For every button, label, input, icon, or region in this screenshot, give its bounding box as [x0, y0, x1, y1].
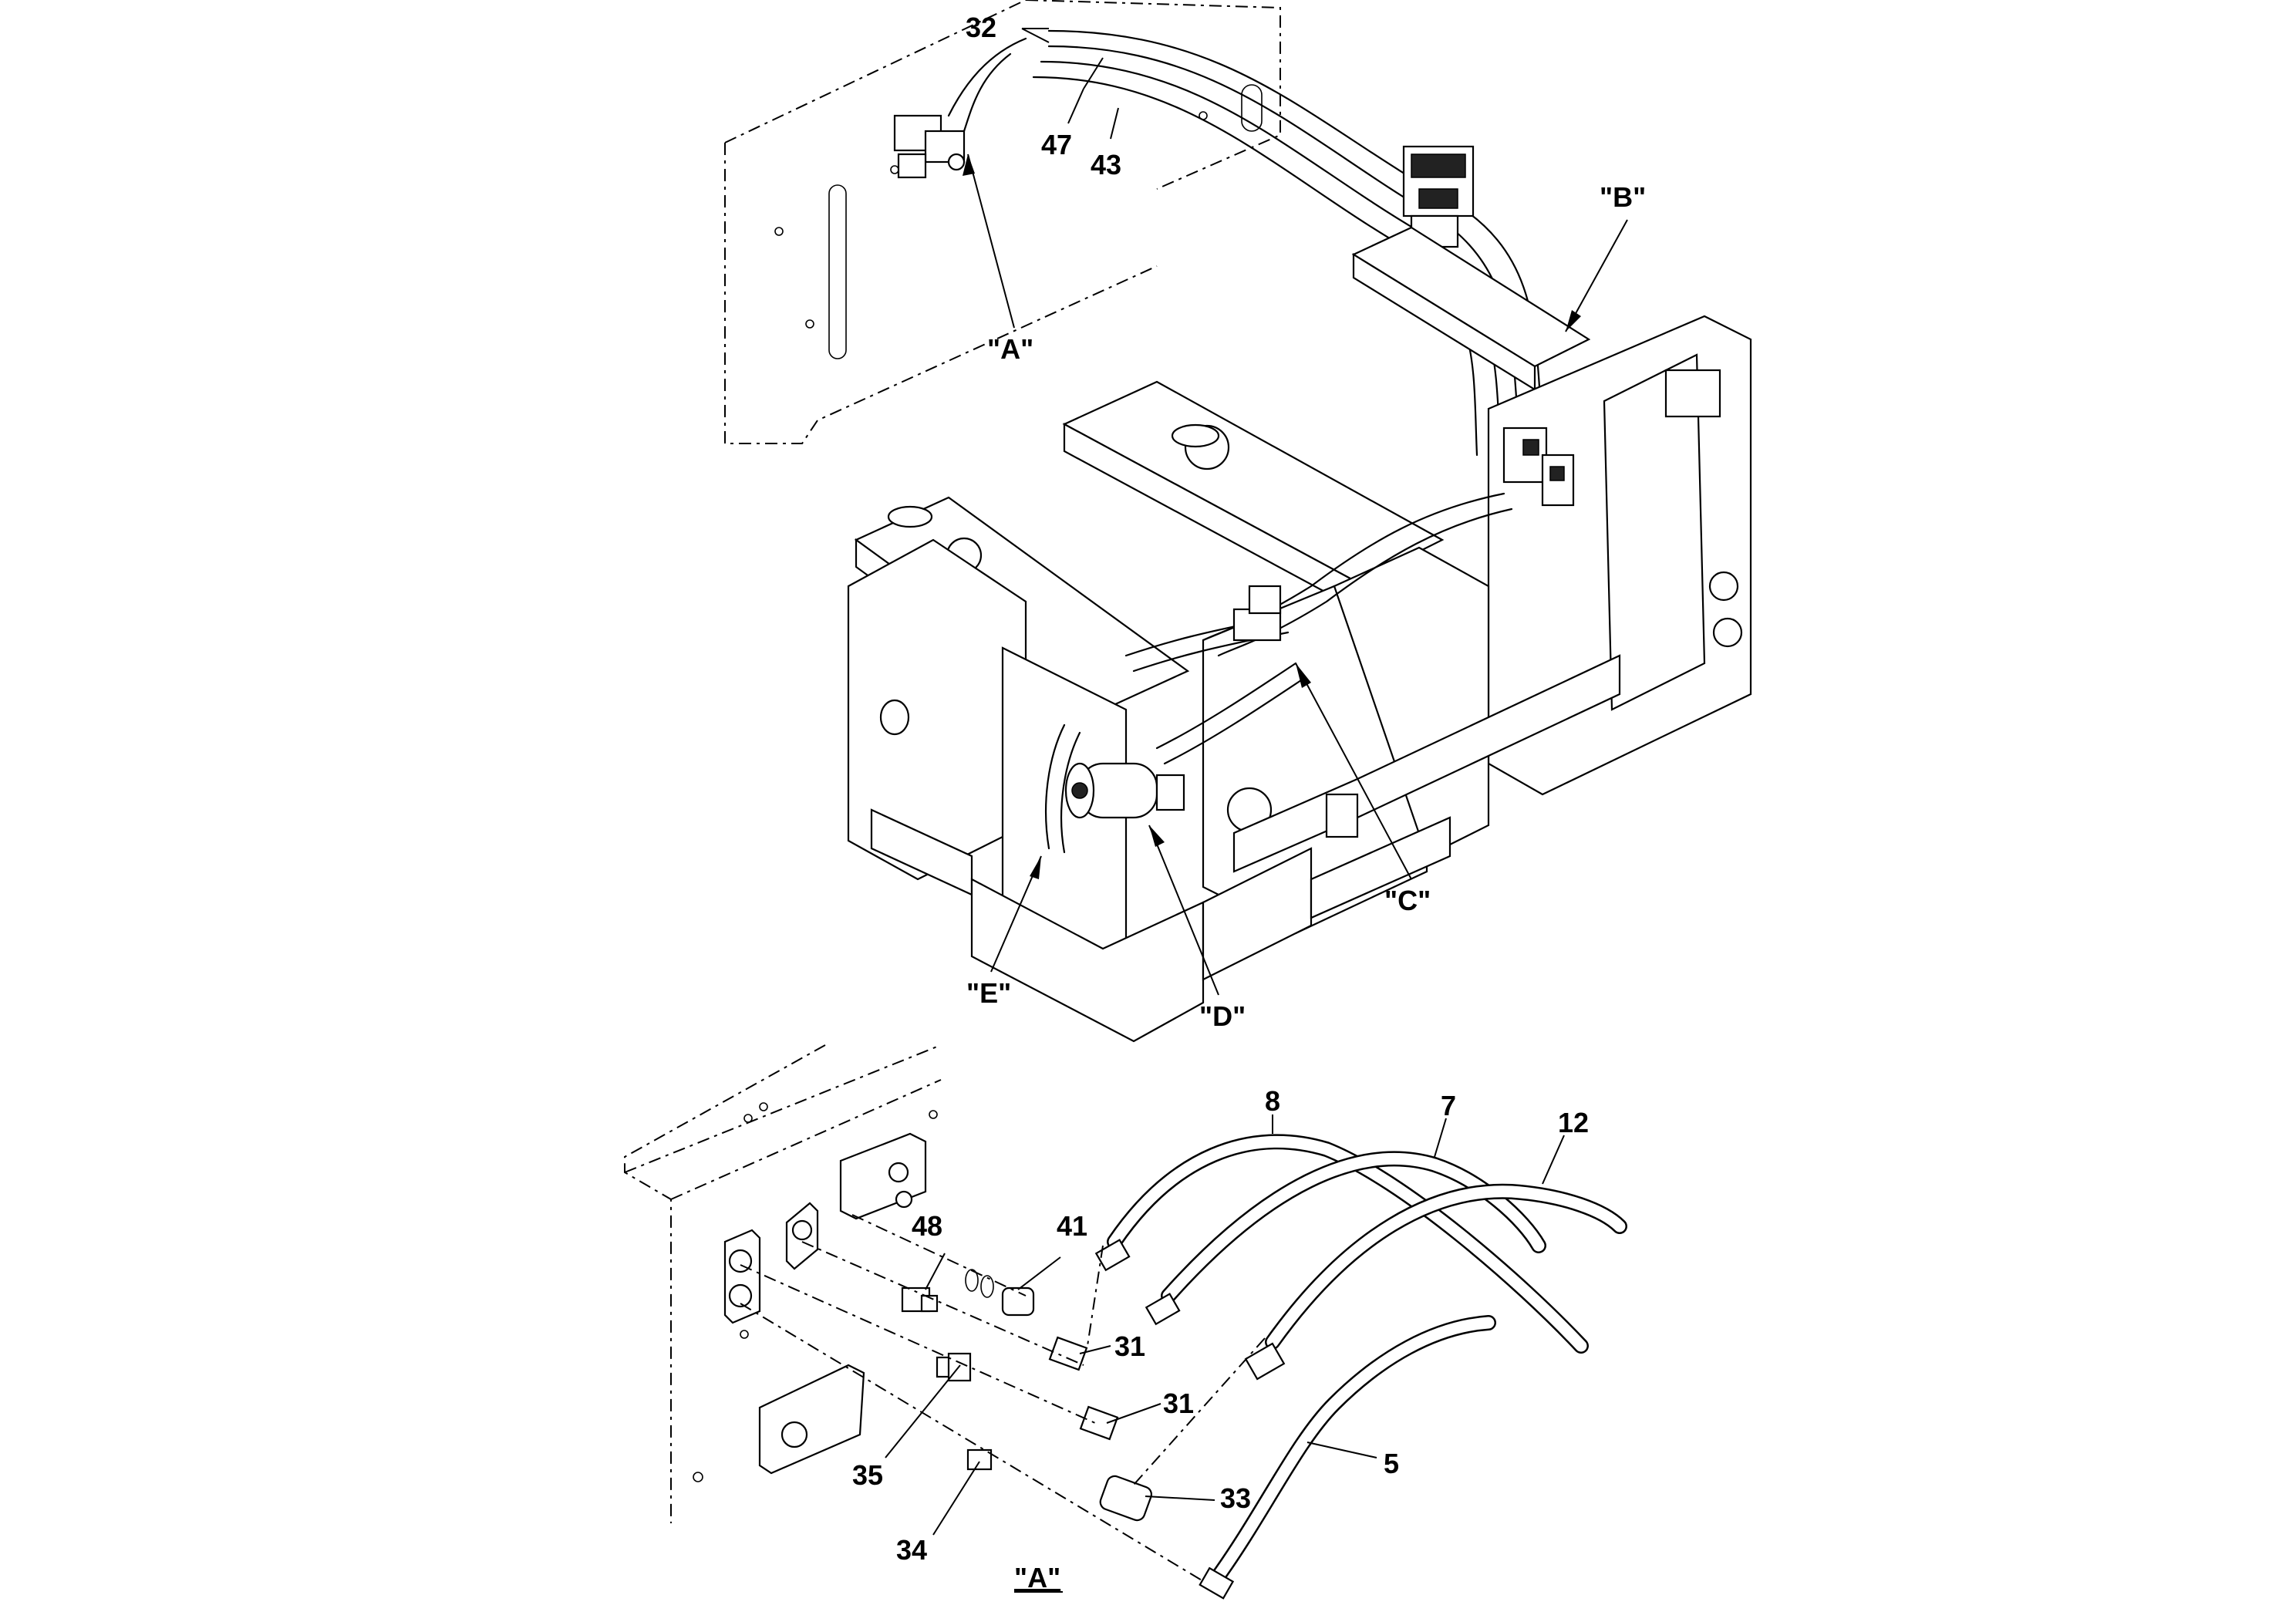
callout-view-e: "E"	[966, 977, 1011, 1009]
callout-8: 8	[1265, 1085, 1280, 1117]
detail-port-plates	[723, 1132, 927, 1475]
callout-33: 33	[1220, 1482, 1251, 1514]
callout-48: 48	[912, 1210, 942, 1242]
callout-43: 43	[1091, 149, 1121, 180]
control-valve-block	[1502, 427, 1575, 507]
callout-31-lower: 31	[1163, 1388, 1194, 1419]
valve-c	[1232, 585, 1282, 642]
callout-12: 12	[1558, 1107, 1589, 1138]
detail-fittings	[901, 1239, 1286, 1600]
bulkhead-manifold	[893, 114, 966, 179]
detail-assembly-lines	[740, 1214, 1266, 1582]
callout-34: 34	[896, 1534, 927, 1566]
drive-motor	[1064, 762, 1185, 819]
callout-31-upper: 31	[1114, 1330, 1145, 1362]
upper-crossmember	[1351, 226, 1591, 391]
callout-7: 7	[1441, 1090, 1456, 1121]
detail-hoses	[1107, 1134, 1627, 1589]
detail-leaders	[885, 1114, 1565, 1536]
callout-35: 35	[852, 1459, 883, 1491]
callout-view-d: "D"	[1199, 1000, 1246, 1032]
detail-bulkhead-plate	[624, 1044, 942, 1523]
callout-view-c: "C"	[1384, 885, 1431, 916]
callout-view-b: "B"	[1600, 181, 1646, 213]
callout-47: 47	[1041, 129, 1072, 160]
callout-5: 5	[1384, 1448, 1399, 1479]
detail-view-caption: "A"	[1014, 1562, 1060, 1593]
bulkhead-plate	[724, 0, 1281, 444]
callout-41: 41	[1057, 1210, 1087, 1242]
chassis-frame	[847, 315, 1752, 1043]
top-leaders	[963, 28, 1628, 996]
callout-view-a: "A"	[987, 333, 1033, 365]
callout-32: 32	[966, 12, 996, 43]
